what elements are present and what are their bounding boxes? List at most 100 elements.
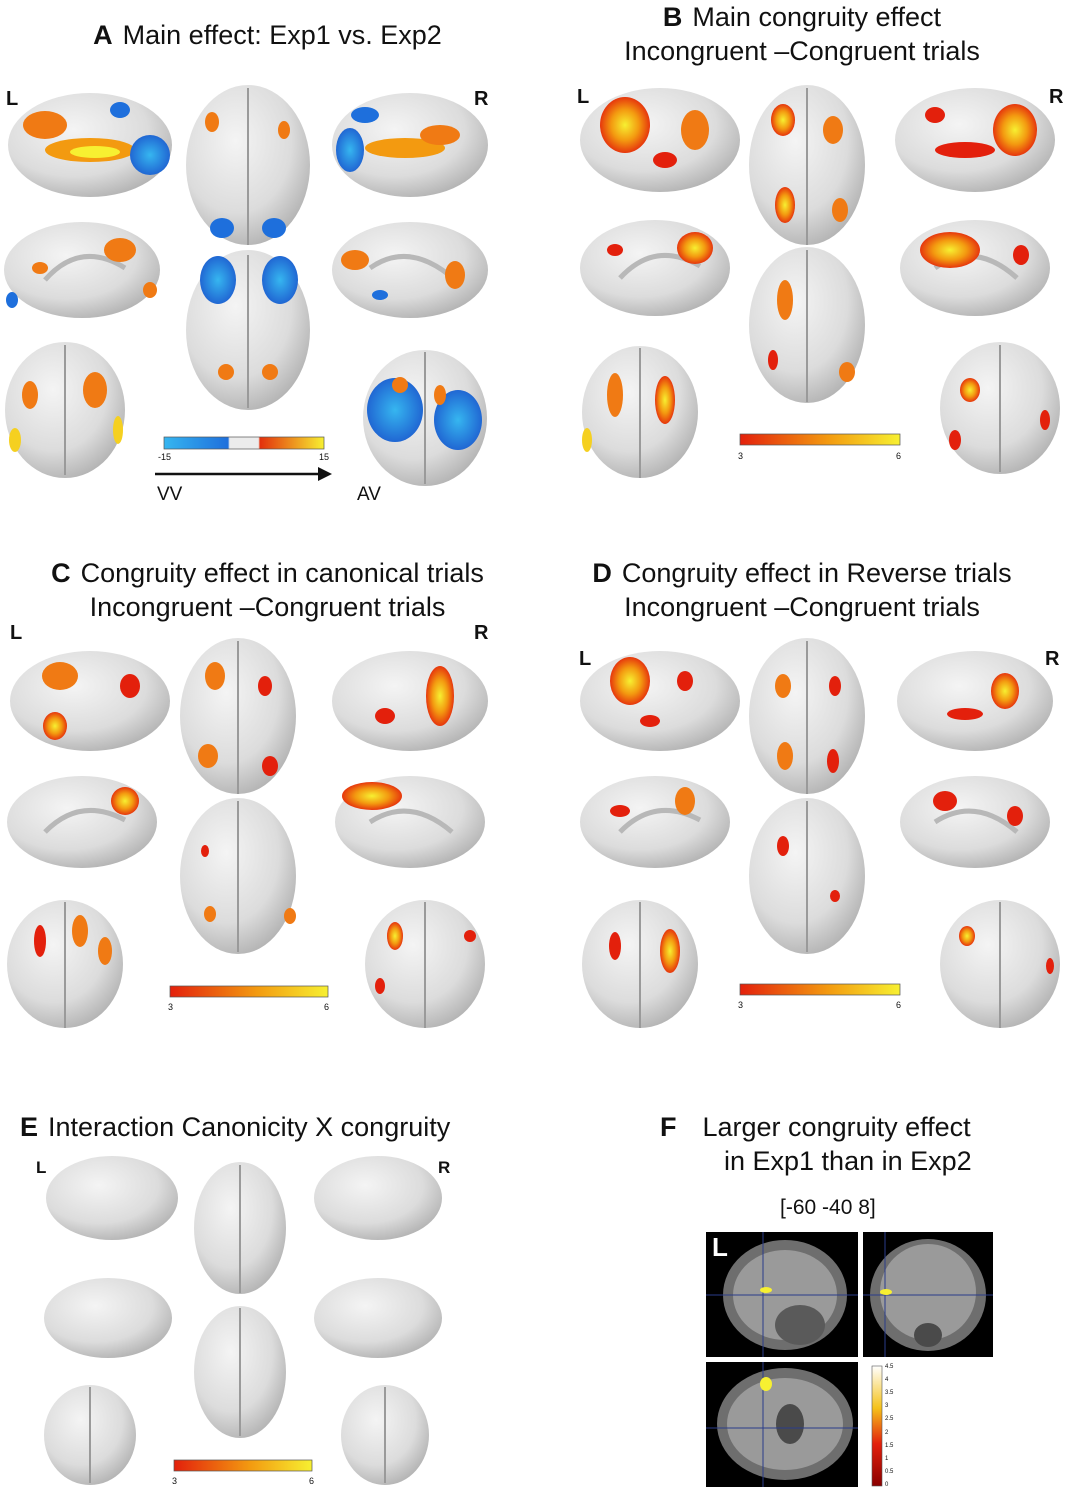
hot-colorbar [739, 433, 901, 446]
medial-right-brain [335, 776, 485, 868]
panel-e-brain-renderings [44, 1156, 442, 1485]
posterior-brain [940, 342, 1060, 474]
medial-right-brain [332, 222, 488, 318]
diverging-colorbar [163, 436, 325, 450]
tick-label: 1.5 [885, 1442, 894, 1449]
lateral-left-brain [580, 651, 740, 751]
medial-left-brain [7, 776, 157, 868]
colorbar-max: 6 [324, 1002, 330, 1012]
dorsal-brain [186, 85, 310, 245]
ventral-brain [749, 247, 865, 403]
colorbar-min: 3 [738, 1000, 744, 1010]
right-hemisphere-label: R [474, 622, 489, 644]
hot-colorbar [173, 1459, 313, 1472]
ventral-brain [186, 250, 310, 410]
arrow-right-label: AV [357, 484, 381, 505]
colorbar-max: 6 [896, 1000, 902, 1010]
posterior-brain [365, 900, 485, 1028]
posterior-brain [363, 350, 487, 486]
medial-right-brain [900, 220, 1050, 316]
panel-a-letter: A [93, 20, 113, 50]
vv-av-arrow [155, 467, 332, 481]
tick-label: 0 [885, 1481, 889, 1488]
lateral-left-brain [10, 651, 170, 751]
medial-left-brain [580, 776, 730, 868]
anterior-brain [5, 342, 125, 478]
tick-label: 4 [885, 1377, 889, 1384]
medial-left-brain [4, 222, 160, 318]
anterior-brain [582, 900, 698, 1028]
panel-b-letter: B [662, 2, 683, 32]
ventral-brain [180, 798, 296, 954]
panel-f-mri-slices [706, 1232, 993, 1487]
sagittal-slice [706, 1232, 858, 1357]
ventral-brain [749, 798, 865, 954]
slice-orientation-label: L [712, 1232, 728, 1262]
tick-label: 3.5 [885, 1390, 894, 1397]
lateral-left-brain [8, 93, 172, 197]
colorbar-max: 6 [309, 1476, 315, 1486]
tick-label: 0.5 [885, 1468, 894, 1475]
colorbar-max: 15 [319, 452, 330, 462]
colorbar-min: -15 [158, 452, 172, 462]
posterior-brain [341, 1385, 429, 1485]
vertical-colorbar [871, 1365, 883, 1487]
hot-colorbar [169, 985, 329, 998]
colorbar-ticks: 4.5 4 3.5 3 2.5 2 1.5 1 0.5 0 [885, 1364, 905, 1488]
left-hemisphere-label: L [36, 1158, 47, 1177]
tick-label: 2.5 [885, 1416, 894, 1423]
axial-slice [706, 1362, 858, 1487]
right-hemisphere-label: R [438, 1158, 451, 1177]
tick-label: 4.5 [885, 1364, 894, 1370]
panel-c-letter: C [51, 558, 71, 588]
left-hemisphere-label: L [6, 88, 19, 110]
dorsal-brain [749, 638, 865, 794]
left-hemisphere-label: L [577, 86, 590, 108]
arrow-left-label: VV [157, 484, 183, 505]
lateral-right-brain [897, 651, 1053, 751]
lateral-right-brain [332, 651, 488, 751]
anterior-brain [44, 1385, 136, 1485]
posterior-brain [940, 900, 1060, 1028]
medial-left-brain [580, 220, 730, 316]
left-hemisphere-label: L [579, 648, 592, 670]
panel-c-brain-renderings [7, 638, 488, 1028]
lateral-left-brain [580, 88, 740, 192]
panel-a-brain-renderings [4, 85, 488, 486]
dorsal-brain [194, 1162, 286, 1294]
medial-left-brain [44, 1278, 172, 1358]
lateral-right-brain [895, 88, 1055, 192]
panel-d-letter: D [592, 558, 612, 588]
right-hemisphere-label: R [1045, 648, 1060, 670]
lateral-left-brain [46, 1156, 178, 1240]
lateral-right-brain [332, 93, 488, 197]
tick-label: 3 [885, 1403, 889, 1410]
right-hemisphere-label: R [1049, 86, 1064, 108]
anterior-brain [7, 900, 123, 1028]
ventral-brain [194, 1306, 286, 1438]
panel-d-brain-renderings [580, 638, 1060, 1028]
colorbar-min: 3 [168, 1002, 174, 1012]
dorsal-brain [749, 85, 865, 245]
left-hemisphere-label: L [10, 622, 23, 644]
colorbar-max: 6 [896, 451, 902, 461]
coronal-slice [863, 1232, 993, 1357]
peak-coordinate: [-60 -40 8] [780, 1196, 876, 1219]
tick-label: 2 [885, 1429, 889, 1436]
anterior-brain [582, 346, 698, 478]
hot-colorbar [739, 983, 901, 996]
dorsal-brain [180, 638, 296, 794]
panel-e-letter: E [20, 1112, 39, 1142]
